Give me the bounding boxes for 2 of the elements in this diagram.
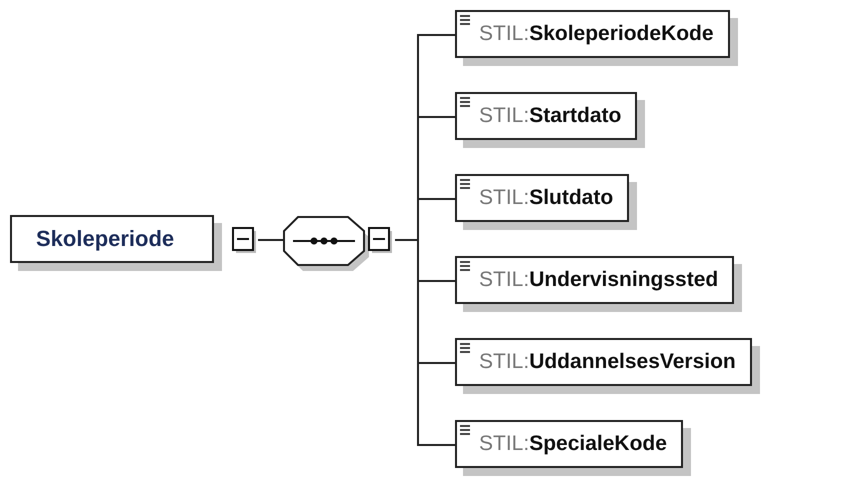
connector-line [258, 239, 283, 241]
connector-line [395, 239, 455, 446]
